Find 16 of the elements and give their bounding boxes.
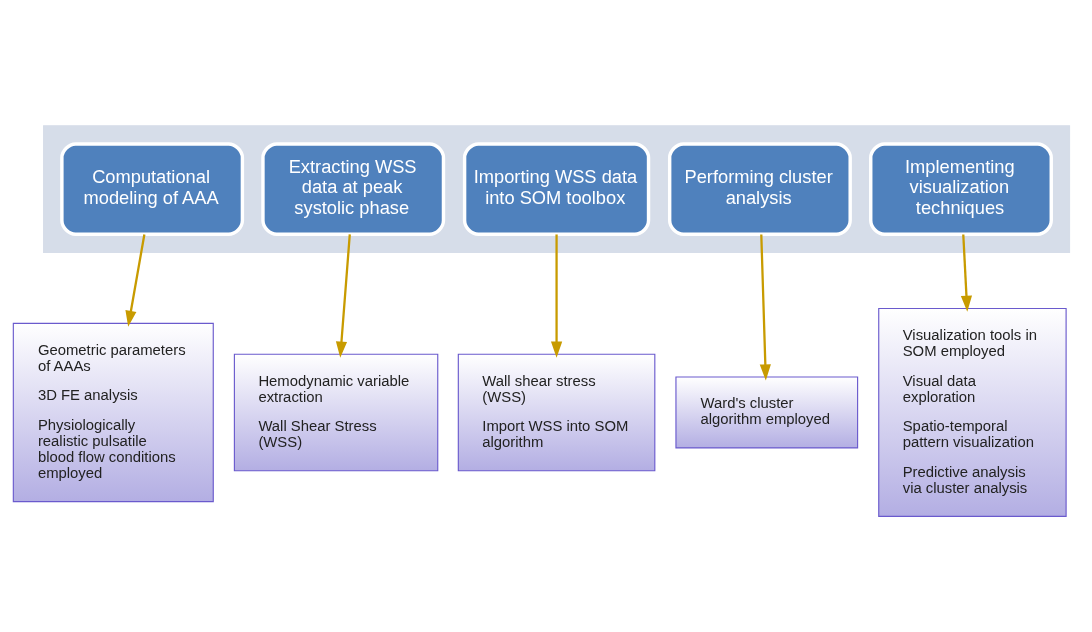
node-box: Hemodynamic variable extraction Wall Shear Stress (WSS) [233,353,439,471]
node-box: Extracting WSS data at peak systolic phase [261,141,446,236]
node-box: Geometric parameters of AAAs 3D FE analysis Physiologically realistic pulsatile blood flow conditions employed [12,322,214,502]
arrow [759,233,771,380]
node-box: Wall shear stress (WSS) Import WSS into SOM algorithm [457,353,656,471]
node-box: Performing cluster analysis [667,141,852,236]
cluster [43,124,1071,253]
node-box: Visualization tools in SOM employed Visual data exploration Spatio-temporal pattern visualization Predictive analysis via cluster analysis [878,307,1067,517]
node-box: Importing WSS data into SOM toolbox [462,141,651,236]
arrow [125,233,146,327]
node-box: Implementing visualization techniques [869,141,1053,236]
arrow [960,233,973,312]
node-box: Ward's cluster algorithm employed [675,376,859,448]
arrow [550,233,563,358]
node-box: Computational modeling of AAA [60,141,245,236]
arrow [335,233,351,358]
